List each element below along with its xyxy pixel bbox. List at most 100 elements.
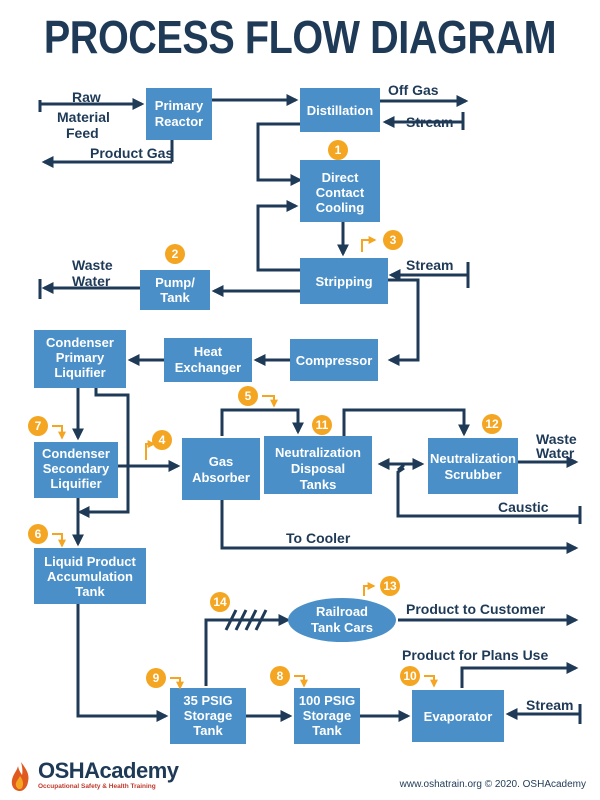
- node-label: Absorber: [192, 470, 250, 485]
- badge-5: 5: [238, 386, 278, 408]
- footer-copyright: www.oshatrain.org © 2020. OSHAcademy: [399, 779, 586, 790]
- svg-text:1: 1: [335, 143, 342, 157]
- svg-text:8: 8: [277, 669, 284, 683]
- node-label: Tank Cars: [311, 620, 373, 635]
- node-label: Distillation: [307, 103, 374, 118]
- badge-8: 8: [270, 666, 308, 688]
- svg-text:14: 14: [213, 595, 227, 609]
- badge-3: 3: [361, 230, 403, 252]
- node-primary-reactor: Primary Reactor: [146, 88, 212, 140]
- svg-text:12: 12: [485, 417, 499, 431]
- node-neutralization-scrubber: Neutralization Scrubber: [428, 438, 518, 494]
- svg-text:13: 13: [383, 579, 397, 593]
- badge-12: 12: [482, 414, 502, 434]
- svg-text:2: 2: [172, 247, 179, 261]
- node-label: Primary: [56, 350, 105, 365]
- waste-water-label: Water: [536, 445, 575, 461]
- badge-2: 2: [165, 244, 185, 264]
- waste-water-label: Waste: [72, 257, 113, 273]
- node-label: Neutralization: [275, 445, 361, 460]
- badge-13: 13: [363, 576, 400, 596]
- stream-label: Stream: [526, 697, 573, 713]
- node-100-psig-storage-tank: 100 PSIG Storage Tank: [294, 688, 360, 744]
- node-label: Cooling: [316, 200, 364, 215]
- node-label: 100 PSIG: [299, 693, 355, 708]
- waste-water-label: Water: [72, 273, 111, 289]
- node-label: Neutralization: [430, 451, 516, 466]
- node-label: Contact: [316, 185, 365, 200]
- badge-14: 14: [210, 592, 230, 612]
- svg-text:6: 6: [35, 527, 42, 541]
- node-label: Tank: [160, 290, 190, 305]
- product-gas-label: Product Gas: [90, 145, 173, 161]
- node-railroad-tank-cars: Railroad Tank Cars: [288, 598, 396, 642]
- node-label: Tank: [193, 723, 223, 738]
- stream-label: Stream: [406, 114, 453, 130]
- stream-labels: Raw Material Feed Product Gas Off Gas St…: [57, 82, 577, 713]
- node-condenser-secondary-liquifier: Condenser Secondary Liquifier: [34, 442, 118, 498]
- svg-text:5: 5: [245, 389, 252, 403]
- node-label: Liquifier: [54, 365, 105, 380]
- node-label: Storage: [303, 708, 351, 723]
- node-label: Primary: [155, 98, 204, 113]
- node-evaporator: Evaporator: [412, 690, 504, 742]
- node-label: Tank: [75, 584, 105, 599]
- svg-text:3: 3: [390, 233, 397, 247]
- caustic-label: Caustic: [498, 499, 549, 515]
- raw-feed-label: Feed: [66, 125, 99, 141]
- node-label: Tanks: [300, 477, 337, 492]
- node-label: Pump/: [155, 275, 195, 290]
- product-to-customer-label: Product to Customer: [406, 601, 546, 617]
- node-pump-tank: Pump/ Tank: [140, 270, 210, 310]
- svg-text:4: 4: [159, 433, 166, 447]
- node-label: Compressor: [296, 353, 373, 368]
- raw-feed-label: Raw: [72, 89, 101, 105]
- node-label: Condenser: [42, 446, 110, 461]
- node-label: Direct: [322, 170, 360, 185]
- node-label: 35 PSIG: [183, 693, 232, 708]
- logo-tagline: Occupational Safety & Health Training: [38, 783, 156, 790]
- node-label: Tank: [312, 723, 342, 738]
- node-label: Exchanger: [175, 360, 241, 375]
- flame-icon: [11, 762, 29, 791]
- badge-4: 4: [145, 430, 172, 460]
- node-label: Evaporator: [424, 709, 493, 724]
- off-gas-label: Off Gas: [388, 82, 439, 98]
- node-label: Secondary: [43, 461, 110, 476]
- node-neutralization-disposal-tanks: Neutralization Disposal Tanks: [264, 436, 372, 494]
- badge-7: 7: [28, 416, 66, 440]
- badge-11: 11: [312, 415, 332, 435]
- node-label: Accumulation: [47, 569, 133, 584]
- waste-water-label: Waste: [536, 431, 577, 447]
- page-title: PROCESS FLOW DIAGRAM: [43, 11, 557, 63]
- node-heat-exchanger: Heat Exchanger: [164, 338, 252, 382]
- badge-10: 10: [400, 666, 438, 688]
- product-for-plans-use-label: Product for Plans Use: [402, 647, 548, 663]
- badge-6: 6: [28, 524, 66, 548]
- node-label: Railroad: [316, 604, 368, 619]
- node-label: Liquid Product: [44, 554, 136, 569]
- node-gas-absorber: Gas Absorber: [182, 438, 260, 500]
- node-label: Liquifier: [50, 476, 101, 491]
- node-label: Condenser: [46, 335, 114, 350]
- node-liquid-product-accumulation-tank: Liquid Product Accumulation Tank: [34, 548, 146, 604]
- node-condenser-primary-liquifier: Condenser Primary Liquifier: [34, 330, 126, 388]
- node-label: Storage: [184, 708, 232, 723]
- raw-feed-label: Material: [57, 109, 110, 125]
- node-direct-contact-cooling: Direct Contact Cooling: [300, 160, 380, 222]
- node-distillation: Distillation: [300, 88, 380, 132]
- node-35-psig-storage-tank: 35 PSIG Storage Tank: [170, 688, 246, 744]
- logo-name: OSHAcademy: [38, 758, 179, 783]
- node-stripping: Stripping: [300, 258, 388, 304]
- svg-text:7: 7: [35, 419, 42, 433]
- node-label: Stripping: [315, 274, 372, 289]
- stream-label: Stream: [406, 257, 453, 273]
- node-label: Reactor: [155, 114, 203, 129]
- connectors: [38, 94, 582, 724]
- svg-text:9: 9: [153, 671, 160, 685]
- badge-1: 1: [328, 140, 348, 160]
- node-label: Disposal: [291, 461, 345, 476]
- svg-text:11: 11: [316, 418, 329, 432]
- to-cooler-label: To Cooler: [286, 530, 351, 546]
